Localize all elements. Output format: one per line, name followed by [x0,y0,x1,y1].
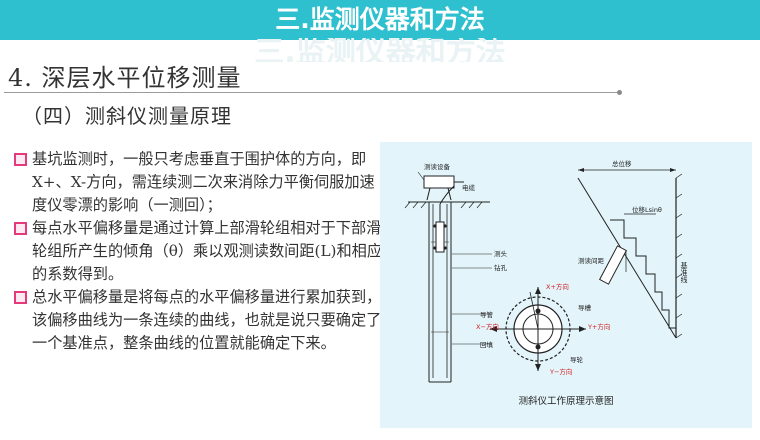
inclinometer-diagram: 测读设备 电缆 测头 钻孔 导管 回填 [380,142,752,428]
x-plus-label: X+方向 [546,282,569,291]
divider-end-dot [617,90,622,95]
cable-label: 电缆 [462,183,476,192]
figure-caption: 测斜仪工作原理示意图 [518,395,613,407]
square-bullet-icon [14,291,27,304]
y-plus-label: Y+方向 [587,322,610,331]
cross-section [490,287,586,371]
baseline-label: 基准线 [680,261,688,283]
bullet-item: 总水平偏移量是将每点的水平偏移量进行累加获到，该偏移曲线为一条连续的曲线，也就是… [14,286,384,355]
bullet-item: 基坑监测时，一般只考虑垂直于围护体的方向，即X+、X-方向，需连续测二次来消除力… [14,148,384,217]
section-heading: 4. 深层水平位移测量 [8,64,242,92]
deflection-diagram [577,168,683,339]
square-bullet-icon [14,222,27,235]
ground-surface [404,201,490,209]
title-bar [0,0,760,40]
wheel-label: 导轮 [570,355,584,364]
total-displacement-label: 总位移 [612,159,632,168]
readout-label: 测读设备 [424,162,451,171]
square-bullet-icon [14,153,27,166]
bullet-text: 每点水平偏移量是通过计算上部滑轮组相对于下部滑轮组所产生的倾角（θ）乘以观测读数… [32,219,383,283]
interval-label: 测读间距 [578,256,605,265]
heading-divider [4,92,620,93]
x-minus-label: X−方向 [476,322,499,331]
slide-title: 三.监测仪器和方法 [275,5,485,34]
bullet-text: 总水平偏移量是将每点的水平偏移量进行累加获到，该偏移曲线为一条连续的曲线，也就是… [32,288,382,352]
sub-heading: （四）测斜仪测量原理 [22,104,232,128]
offset-label: 位移Lsinθ [632,205,662,214]
cable-line [439,185,455,205]
probe-icon [433,204,447,253]
guide-tube-label: 导管 [480,310,494,319]
guide-hole-label: 钻孔 [494,263,508,272]
diagram-svg: 测读设备 电缆 测头 钻孔 导管 回填 [404,159,688,407]
borehole-casing [428,202,452,383]
bullet-item: 每点水平偏移量是通过计算上部滑轮组相对于下部滑轮组所产生的倾角（θ）乘以观测读数… [14,217,384,286]
bullet-list: 基坑监测时，一般只考虑垂直于围护体的方向，即X+、X-方向，需连续测二次来消除力… [14,148,384,355]
y-minus-label: Y−方向 [549,367,572,376]
probe-label: 测头 [494,249,508,258]
readout-device-icon [417,171,464,201]
title-reflection: 三.监测仪器和方法 [254,38,506,62]
grout-label: 回填 [480,340,494,349]
bullet-text: 基坑监测时，一般只考虑垂直于围护体的方向，即X+、X-方向，需连续测二次来消除力… [32,150,375,214]
groove-label: 导槽 [578,303,592,312]
